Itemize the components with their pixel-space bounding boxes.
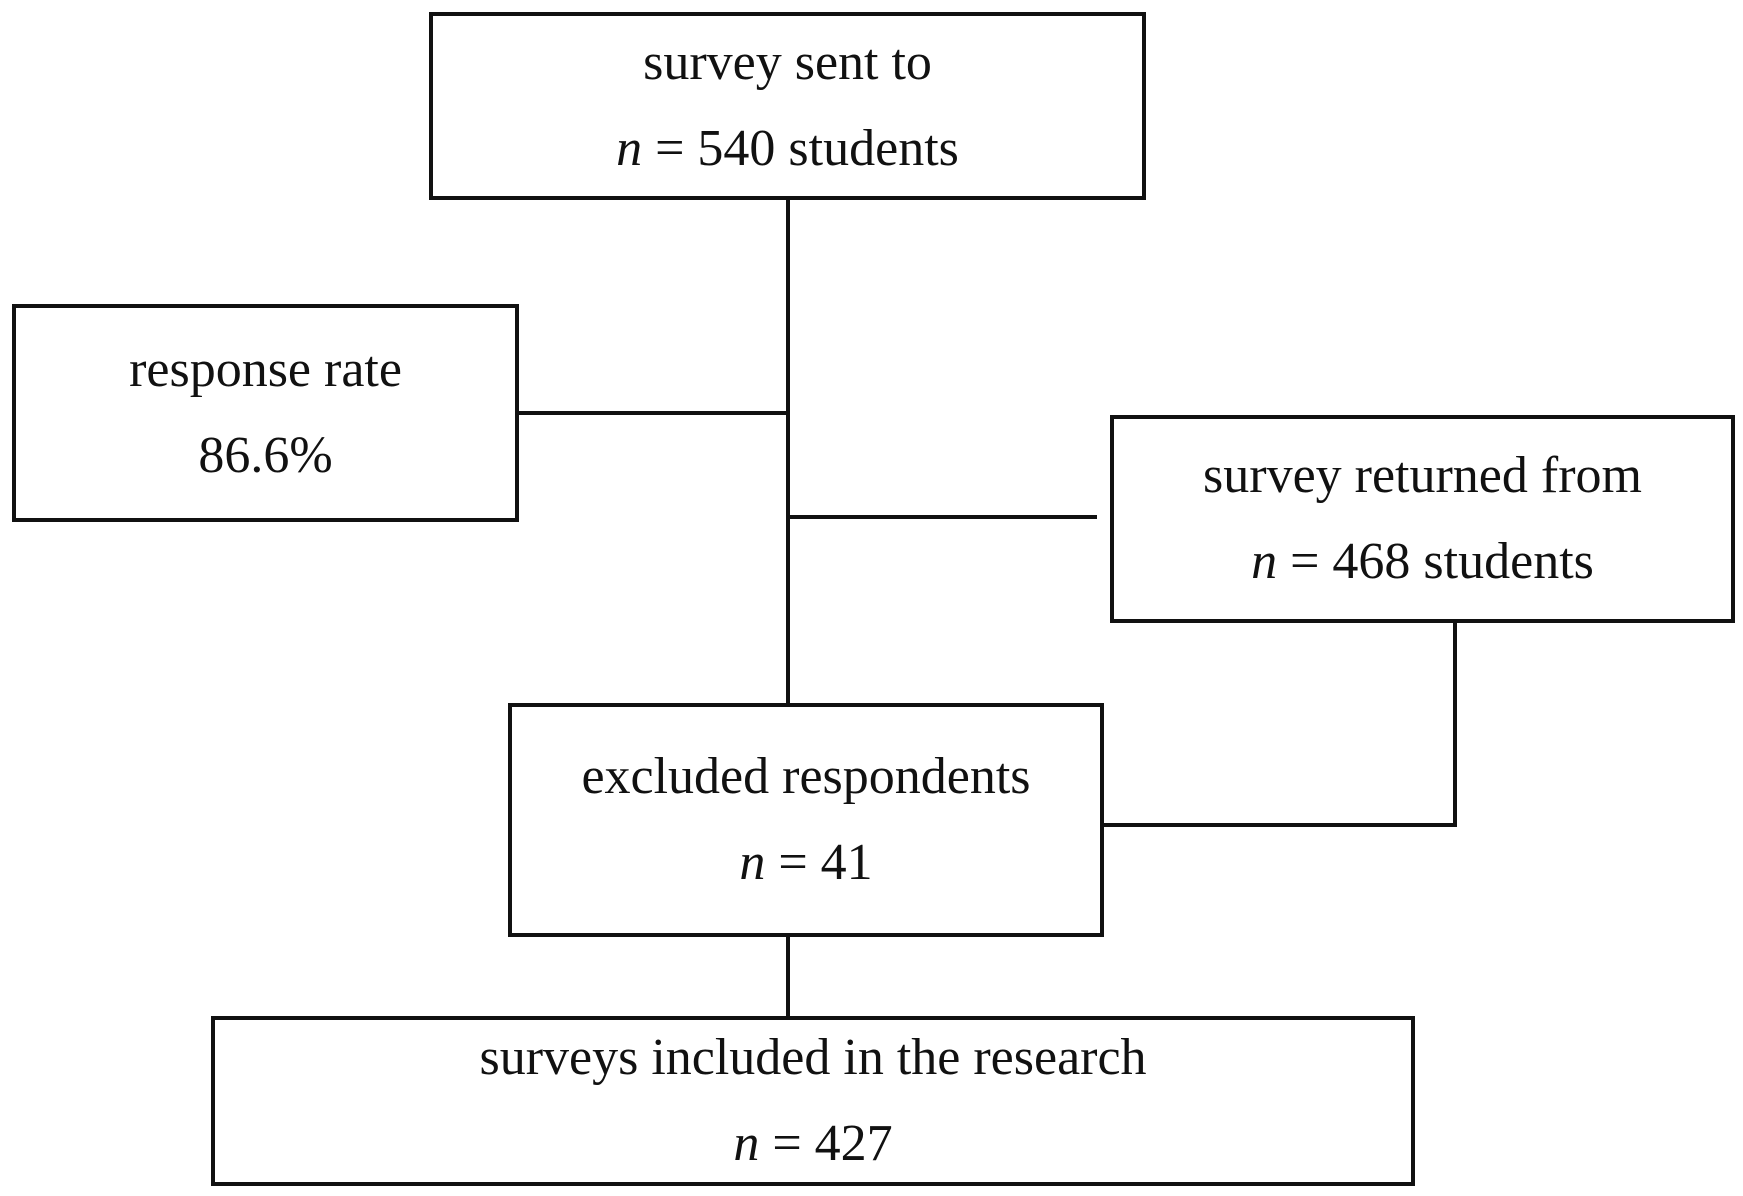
- survey-returned-box: survey returned from n = 468 students: [1110, 415, 1735, 623]
- connector-returned-to-excluded: [1102, 621, 1457, 827]
- surveys-included-label: surveys included in the research: [479, 1029, 1147, 1086]
- survey-returned-count: n = 468 students: [1251, 536, 1594, 588]
- excluded-respondents-value: = 41: [765, 834, 873, 891]
- survey-sent-count: n = 540 students: [616, 123, 959, 175]
- surveys-included-count: n = 427: [733, 1118, 892, 1170]
- surveys-included-box: surveys included in the research n = 427: [211, 1016, 1415, 1186]
- n-variable: n: [733, 1115, 760, 1172]
- n-variable: n: [739, 834, 766, 891]
- response-rate-label: response rate: [129, 341, 402, 398]
- survey-sent-value: = 540 students: [642, 120, 959, 177]
- n-variable: n: [616, 120, 643, 177]
- excluded-respondents-box: excluded respondents n = 41: [508, 703, 1104, 937]
- excluded-respondents-count: n = 41: [739, 837, 872, 889]
- response-rate-value: 86.6%: [198, 427, 333, 484]
- surveys-included-value: = 427: [759, 1115, 893, 1172]
- survey-returned-value: = 468 students: [1277, 533, 1594, 590]
- excluded-respondents-label: excluded respondents: [581, 748, 1031, 805]
- survey-sent-label: survey sent to: [643, 34, 932, 91]
- survey-sent-box: survey sent to n = 540 students: [429, 12, 1146, 200]
- n-variable: n: [1251, 533, 1278, 590]
- survey-returned-label: survey returned from: [1203, 447, 1642, 504]
- response-rate-box: response rate 86.6%: [12, 304, 519, 522]
